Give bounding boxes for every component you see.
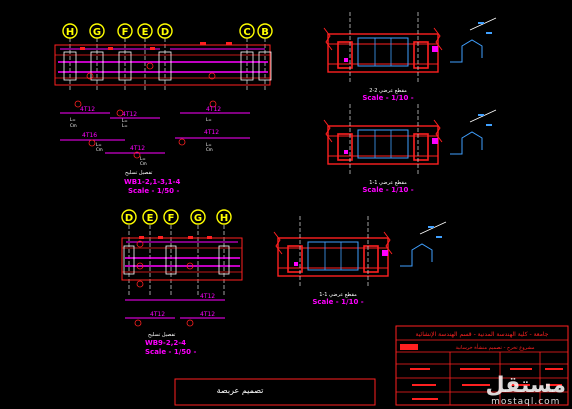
grid-bubble: F (163, 209, 179, 225)
plan-scale: Scale - 1/50 - (128, 187, 179, 195)
grid-label: E (142, 27, 149, 38)
bar-mark: 4T12 (80, 106, 95, 113)
svg-text:Cm: Cm (70, 123, 77, 128)
svg-text:L=: L= (70, 117, 76, 122)
grid-label: B (261, 27, 269, 38)
section-title-ar: مقطع عرضي 2-2 (369, 88, 407, 94)
grid-bubble: D (157, 23, 173, 39)
grid-bubbles-top: H G F E D C B (62, 23, 273, 39)
section-scale: Scale - 1/10 - (362, 186, 413, 194)
grid-label: H (220, 213, 228, 224)
watermark: مستقل mostaql.com (485, 373, 566, 408)
grid-label: D (161, 27, 169, 38)
bar-mark: 4T12 (200, 311, 215, 318)
bar-mark: 4T12 (150, 311, 165, 318)
grid-bubble: H (216, 209, 232, 225)
svg-text:L=: L= (206, 117, 212, 122)
plan-title: WB1-2,1-3,1-4 (124, 178, 180, 186)
watermark-latin: mostaql.com (491, 397, 561, 407)
grid-bubble: G (190, 209, 206, 225)
grid-label: E (147, 213, 154, 224)
watermark-arabic: مستقل (485, 373, 566, 398)
plan-title-ar: تفصيل تسليح (148, 332, 176, 338)
drawing-caption: تصميم عربصة (217, 386, 264, 395)
svg-text:L=: L= (206, 142, 212, 147)
grid-bubble: F (117, 23, 133, 39)
grid-bubble: H (62, 23, 78, 39)
top-plan: H G F E D C B 4T12 4T12 4T16 4T12 4T12 (54, 23, 273, 195)
bar-mark: 4T16 (82, 132, 97, 139)
title-block-row2: مشروع تخرج - تصميم منشأة خرسانية (455, 343, 534, 351)
bar-mark: 4T12 (130, 145, 145, 152)
grid-bubbles-bottom: D E F G H (121, 209, 232, 225)
bar-mark: 4T12 (122, 111, 137, 118)
svg-text:Cm: Cm (96, 147, 103, 152)
bar-mark: 4T12 (200, 293, 215, 300)
grid-label: H (66, 27, 74, 38)
grid-bubble: B (257, 23, 273, 39)
grid-bubble: E (137, 23, 153, 39)
title-block: جامعة - كلية الهندسة المدنية - قسم الهند… (174, 325, 569, 406)
grid-bubble: E (142, 209, 158, 225)
plan-scale: Scale - 1/50 - (145, 348, 196, 356)
bottom-plan: D E F G H 4T12 4T12 4T12 تفصيل تسليح WB9… (121, 209, 243, 356)
svg-text:L=: L= (122, 123, 128, 128)
grid-label: F (168, 213, 175, 224)
plan-title-ar: تفصيل تسليح (125, 170, 153, 176)
section-title-ar: مقطع عرضي 1-1 (319, 292, 357, 298)
section-scale: Scale - 1/10 - (312, 298, 363, 306)
plan-title: WB9-2,2-4 (145, 339, 186, 347)
section-scale: Scale - 1/10 - (362, 94, 413, 102)
bar-mark: 4T12 (204, 129, 219, 136)
grid-label: G (93, 27, 101, 38)
svg-text:Cm: Cm (206, 147, 213, 152)
grid-bubble: G (89, 23, 105, 39)
svg-text:L=: L= (140, 156, 146, 161)
grid-label: F (122, 27, 129, 38)
svg-text:L=: L= (96, 142, 102, 147)
grid-label: G (194, 213, 202, 224)
grid-label: C (243, 27, 250, 38)
grid-bubble: D (121, 209, 137, 225)
grid-bubble: C (239, 23, 255, 39)
svg-text:Cm: Cm (140, 161, 147, 166)
bar-mark: 4T12 (206, 106, 221, 113)
svg-text:L=: L= (122, 118, 128, 123)
title-block-header: جامعة - كلية الهندسة المدنية - قسم الهند… (416, 331, 549, 338)
section-title-ar: مقطع عرضي 1-1 (369, 180, 407, 186)
grid-label: D (125, 213, 133, 224)
